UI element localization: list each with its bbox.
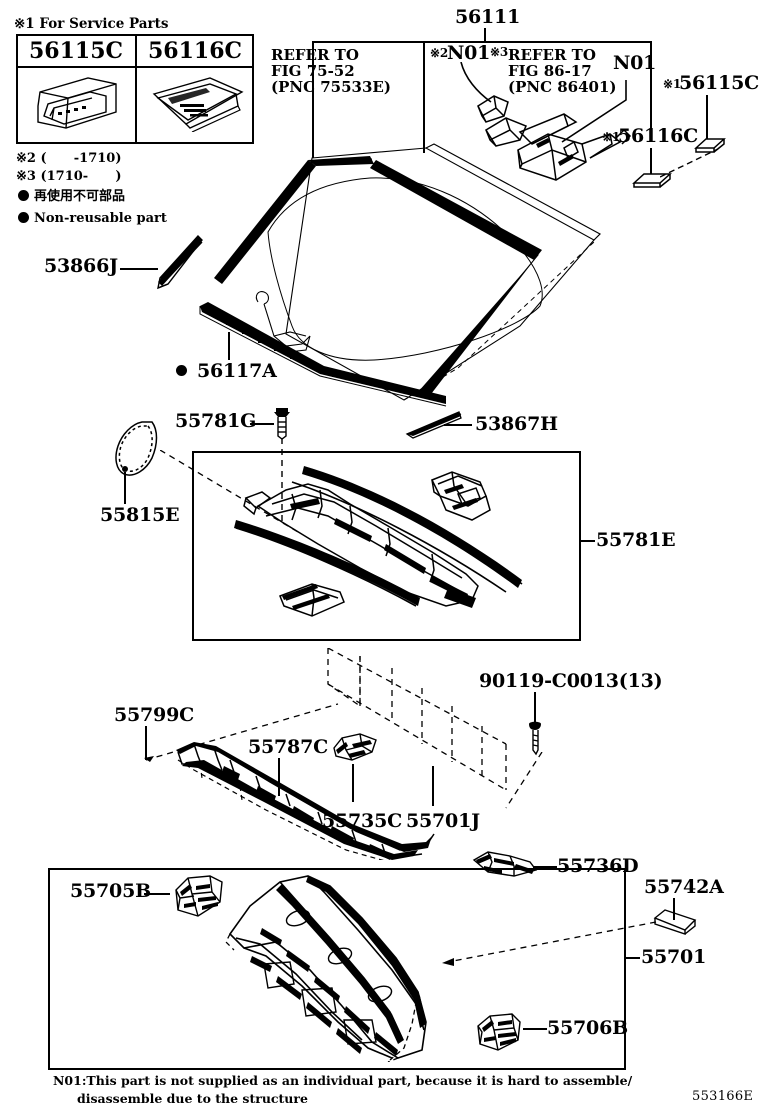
service-parts-table-divider-h (16, 66, 254, 68)
legend-line-3-jp: 再使用不可部品 (34, 189, 126, 204)
leader-refer-75-52 (312, 96, 314, 158)
callout-53866J: 53866J (44, 255, 118, 277)
part-55735C-art (333, 733, 377, 761)
bracket-drop-right (650, 41, 652, 139)
leader-56115C (706, 95, 708, 139)
non-reusable-dot-en (18, 212, 29, 223)
part-53866J-art (157, 234, 203, 290)
callout-n01-left: N01 (447, 42, 491, 64)
leader-55736D (533, 866, 557, 868)
service-parts-col-56116C: 56116C (147, 38, 243, 64)
callout-55736D: 55736D (557, 855, 639, 877)
service-parts-caption: ※1 For Service Parts (14, 16, 169, 32)
leader-56111-stem (484, 28, 486, 42)
leader-53866J (120, 268, 158, 270)
part-55742A-art (653, 909, 697, 935)
group-box-55701 (48, 868, 626, 1070)
group-box-55781E (192, 451, 581, 641)
legend-line-2: ※3 (1710- ) (16, 169, 122, 184)
mark-x3: ※3 (490, 45, 509, 59)
leader-90119 (534, 692, 536, 722)
callout-56117A: 56117A (197, 360, 277, 382)
callout-56116C: 56116C (618, 125, 699, 147)
legend-line-1: ※2 ( -1710) (16, 151, 122, 166)
diagram-code: 553166E (692, 1089, 754, 1104)
leader-55781E (581, 540, 595, 542)
non-reusable-dot-jp (18, 190, 29, 201)
leader-n01-left-curve (460, 62, 492, 103)
callout-90119-C0013: 90119-C0013(13) (479, 670, 663, 692)
part-56117A-art (199, 302, 447, 407)
part-90119-bolt-art (529, 721, 541, 756)
footnote-line-1: N01:This part is not supplied as an indi… (53, 1073, 633, 1088)
leader-55701J (432, 766, 434, 806)
mark-x2: ※2 (430, 46, 449, 60)
leader-56116C (650, 148, 652, 174)
service-parts-table-divider-v (135, 34, 137, 144)
leader-55799C (145, 726, 147, 760)
leader-55705B (144, 893, 170, 895)
callout-56111: 56111 (455, 6, 521, 28)
callout-55705B: 55705B (70, 880, 151, 902)
bracket-top-horizontal (312, 41, 652, 43)
leader-56117A (228, 332, 230, 360)
bracket-drop-mid (423, 41, 425, 153)
leader-55742A (673, 898, 675, 920)
callout-55701J: 55701J (406, 810, 480, 832)
callout-55815E: 55815E (100, 504, 180, 526)
callout-55735C: 55735C (322, 810, 403, 832)
leader-dashed-90119 (505, 752, 543, 809)
callout-55799C: 55799C (114, 704, 195, 726)
service-parts-col-56115C: 56115C (28, 38, 124, 64)
leader-53867H (444, 424, 472, 426)
refer-to-fig-75-52: REFER TO FIG 75-52 (PNC 75533E) (271, 46, 391, 96)
callout-55701: 55701 (641, 946, 707, 968)
callout-56115C: 56115C (679, 72, 760, 94)
windshield-glass-art (214, 143, 601, 401)
part-55781G-clip-art (274, 408, 290, 440)
callout-n01-right: N01 (613, 52, 657, 74)
footnote-line-2: disassemble due to the structure (77, 1091, 308, 1106)
leader-55706B (523, 1028, 547, 1030)
leader-55815E (124, 472, 126, 504)
leader-55701 (626, 957, 640, 959)
callout-55781E: 55781E (596, 529, 676, 551)
callout-55787C: 55787C (248, 736, 329, 758)
clip-56116C-art (632, 173, 672, 188)
callout-55781G: 55781G (175, 410, 257, 432)
callout-55706B: 55706B (547, 1017, 628, 1039)
cowl-top-panel-art (176, 742, 435, 860)
callout-55742A: 55742A (644, 876, 724, 898)
non-reusable-dot-56117A (176, 365, 187, 376)
clip-56115C-art (694, 138, 726, 153)
mark-x1-56115C: ※1 (663, 77, 682, 91)
leader-55781G (250, 423, 274, 425)
leader-dashed-56115C-56116C (660, 148, 719, 178)
leader-55787C (278, 758, 280, 796)
part-55815E-art (115, 421, 158, 476)
callout-53867H: 53867H (475, 413, 558, 435)
legend-line-4-en: Non-reusable part (34, 211, 167, 226)
leader-55735C (352, 764, 354, 802)
refer-to-fig-86-17: REFER TO FIG 86-17 (PNC 86401) (508, 46, 617, 96)
